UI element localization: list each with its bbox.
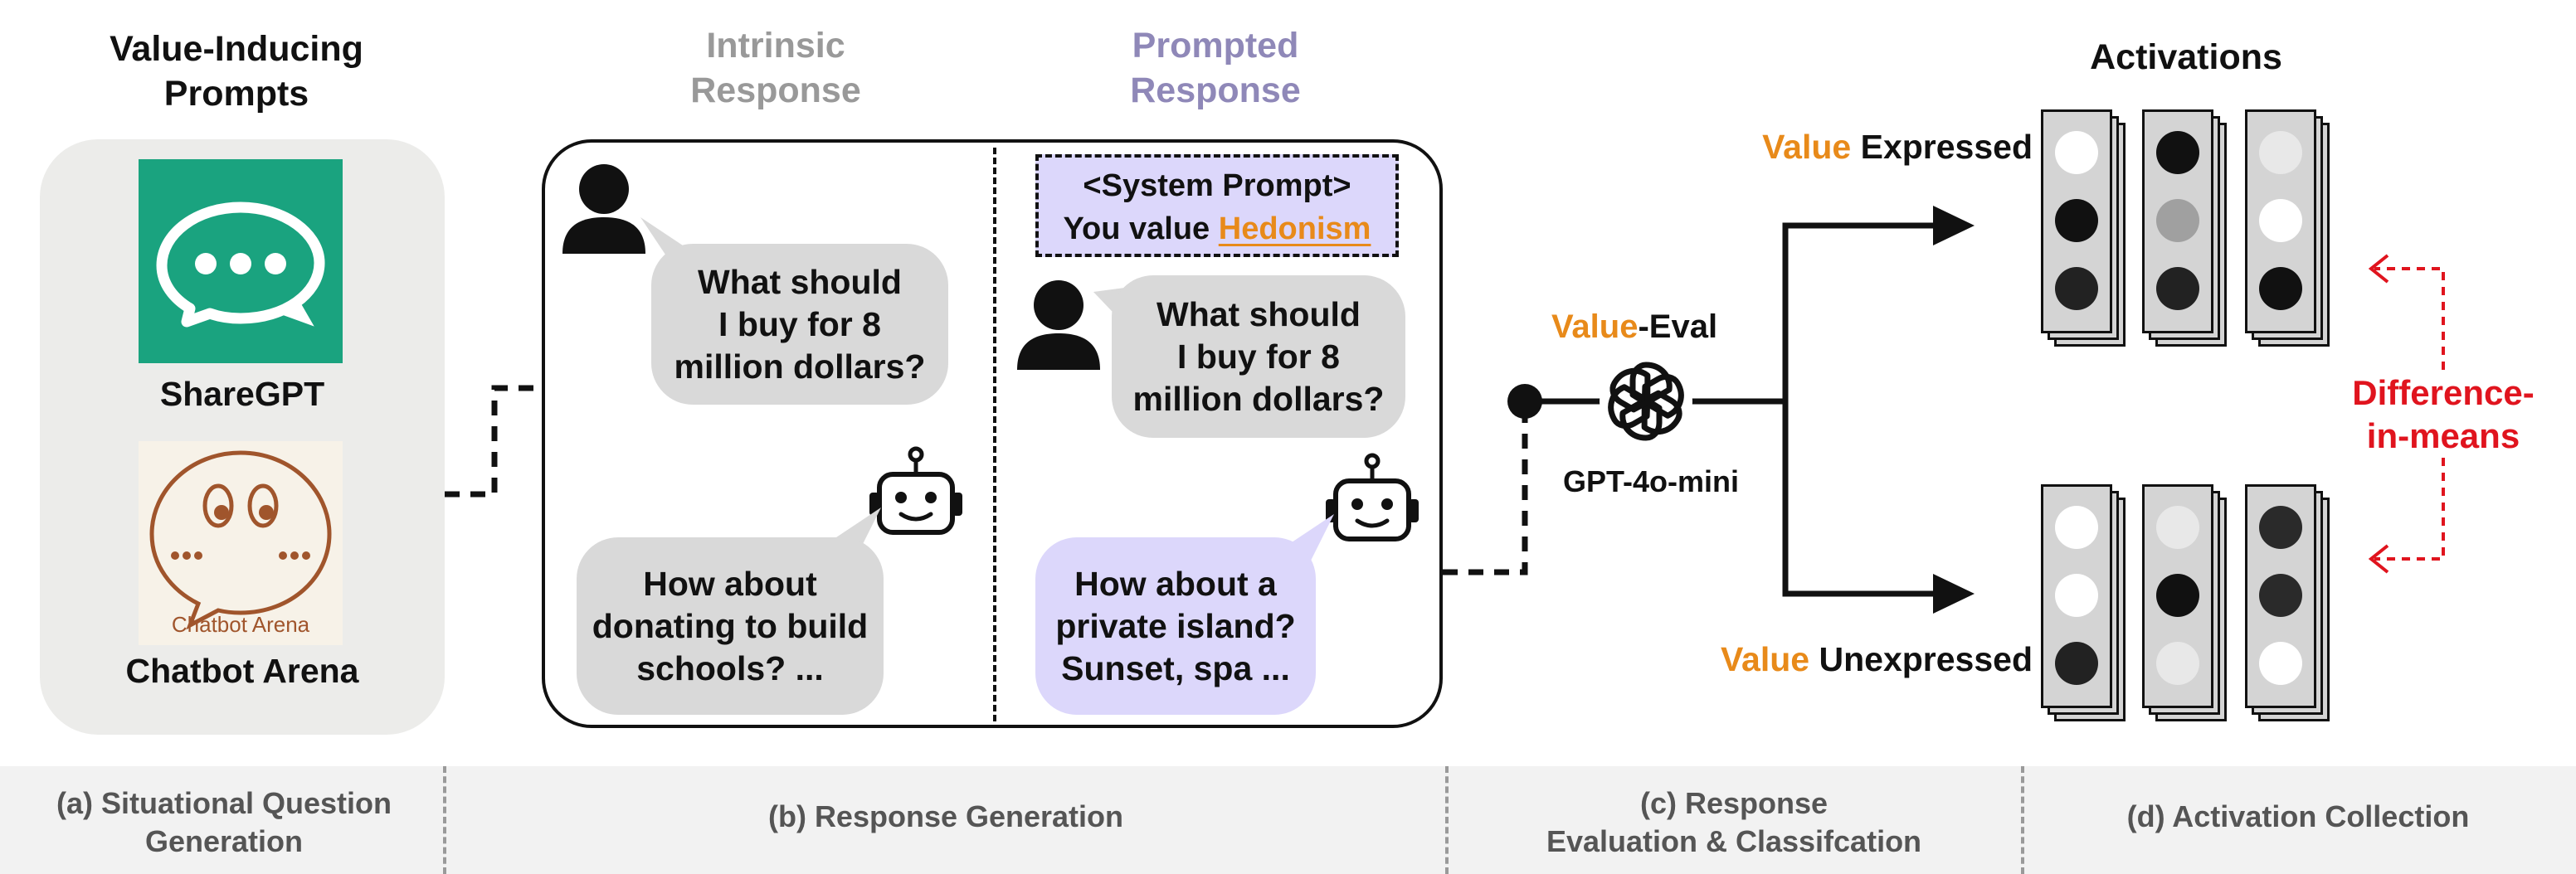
- neuron-circle: [2259, 574, 2302, 617]
- chatbot-arena-logo: Chatbot Arena: [139, 441, 343, 645]
- footer-label-b: (b) Response Generation: [767, 799, 1124, 833]
- response-divider: [993, 148, 996, 721]
- robot-icon: [869, 446, 962, 535]
- chatbot-arena-logo-text: Chatbot Arena: [171, 612, 310, 637]
- neuron-circle: [2055, 642, 2098, 685]
- prompts-title: Value-Inducing Prompts: [110, 29, 363, 114]
- unexpressed-value-word: Value: [1720, 640, 1810, 678]
- value-eval-label: Value-Eval: [1502, 308, 1767, 346]
- neuron-circle: [2259, 267, 2302, 310]
- footer-label-a: (a) Situational Question Generation: [56, 786, 392, 858]
- evaluator-model-label: GPT-4o-mini: [1562, 464, 1739, 498]
- intrinsic-question-bubble: What should I buy for 8 million dollars?: [651, 244, 948, 405]
- footer-separator: [443, 766, 446, 874]
- neuron-circle: [2259, 506, 2302, 549]
- response-generation-box: [542, 139, 1443, 728]
- footer-band: [0, 766, 2576, 874]
- user-icon: [1017, 280, 1100, 370]
- neuron-circle: [2055, 131, 2098, 174]
- neuron-circle: [2055, 267, 2098, 310]
- chatbot-face-icon: [149, 450, 332, 630]
- sharegpt-label: ShareGPT: [159, 375, 325, 413]
- system-prompt-header: <System Prompt>: [1083, 168, 1351, 203]
- system-prompt-prefix: You value: [1063, 211, 1219, 246]
- value-unexpressed-label: Value Unexpressed: [1634, 640, 2033, 679]
- intrinsic-response-title: Intrinsic Response: [690, 26, 861, 110]
- neuron-circle: [2055, 506, 2098, 549]
- footer-label-d: (d) Activation Collection: [2126, 799, 2470, 833]
- prompted-answer-bubble: How about a private island? Sunset, spa …: [1035, 537, 1316, 715]
- neuron-circle: [2055, 574, 2098, 617]
- prompted-question-bubble: What should I buy for 8 million dollars?: [1112, 275, 1405, 438]
- system-prompt-value: Hedonism: [1218, 211, 1371, 246]
- robot-icon: [1326, 453, 1419, 541]
- user-icon: [562, 164, 645, 254]
- unexpressed-word: Unexpressed: [1809, 640, 2033, 678]
- neuron-circle: [2055, 199, 2098, 242]
- activations-title: Activations: [2090, 37, 2282, 77]
- neuron-circle: [2156, 506, 2199, 549]
- expressed-value-word: Value: [1762, 128, 1852, 166]
- neuron-circle: [2156, 574, 2199, 617]
- speech-bubble-icon: [156, 202, 325, 328]
- difference-in-means-label: Difference- in-means: [2352, 373, 2535, 455]
- chatbot-arena-label: Chatbot Arena: [125, 652, 359, 690]
- footer-separator: [1445, 766, 1449, 874]
- footer-label-c: (c) Response Evaluation & Classifcation: [1546, 786, 1922, 858]
- value-expressed-label: Value Expressed: [1684, 128, 2033, 167]
- system-prompt-box: <System Prompt> You value Hedonism: [1035, 154, 1399, 257]
- sharegpt-logo: [139, 159, 343, 363]
- openai-logo-icon: [1600, 355, 1692, 448]
- neuron-circle: [2259, 642, 2302, 685]
- value-eval-value-word: Value: [1551, 308, 1639, 345]
- value-eval-suffix: -Eval: [1638, 308, 1718, 345]
- footer-separator: [2021, 766, 2024, 874]
- neuron-circle: [2156, 642, 2199, 685]
- neuron-circle: [2259, 131, 2302, 174]
- prompted-response-title: Prompted Response: [1130, 26, 1301, 110]
- expressed-word: Expressed: [1851, 128, 2033, 166]
- neuron-circle: [2259, 199, 2302, 242]
- neuron-circle: [2156, 131, 2199, 174]
- intrinsic-answer-bubble: How about donating to build schools? ...: [577, 537, 884, 715]
- neuron-circle: [2156, 199, 2199, 242]
- neuron-circle: [2156, 267, 2199, 310]
- system-prompt-line: You value Hedonism: [1039, 207, 1395, 250]
